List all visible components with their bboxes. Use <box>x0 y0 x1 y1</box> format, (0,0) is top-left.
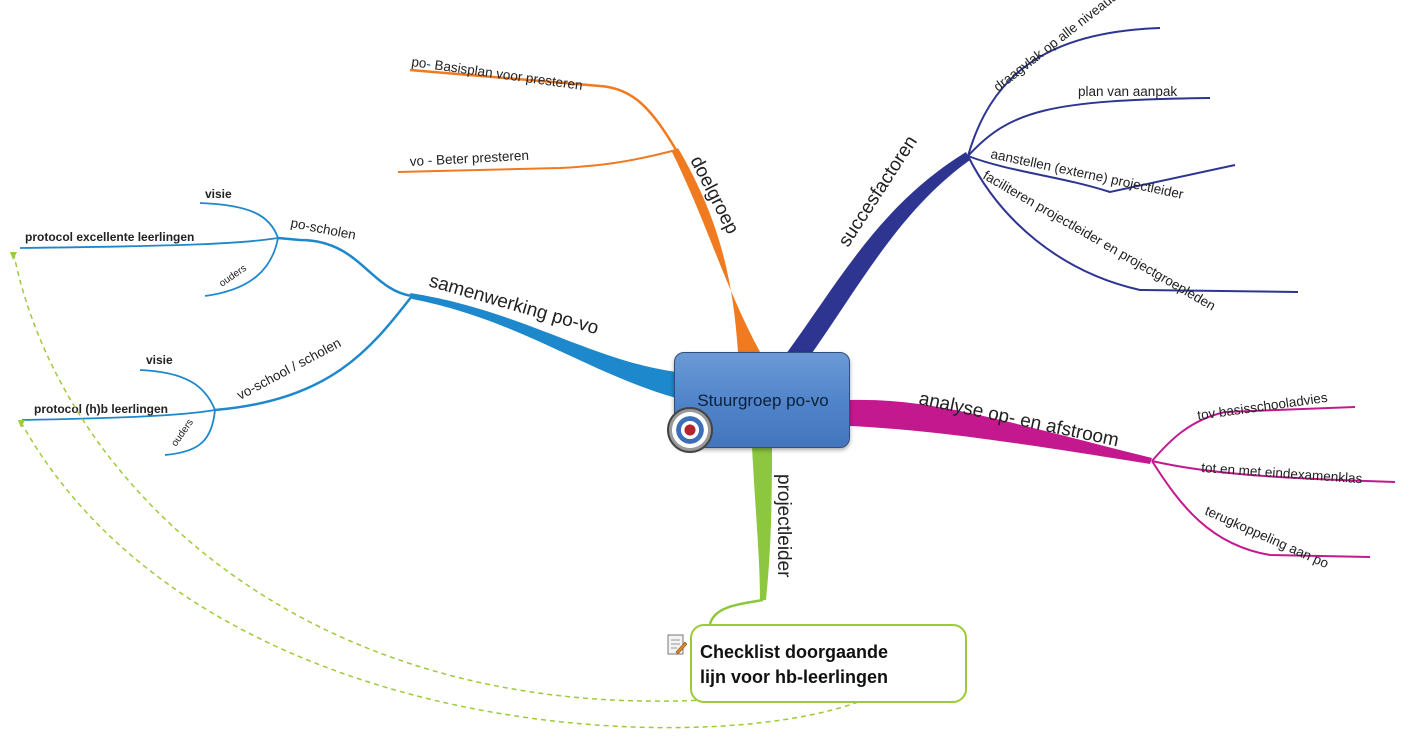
po-scholen-line-protocol <box>19 237 279 249</box>
vo-school-line-protocol <box>21 409 216 421</box>
note-icon <box>667 634 687 655</box>
relation-arrow-protocol-hb <box>21 423 859 729</box>
branch-samenwerking[interactable]: samenwerking po-vo po-scholen vo-school … <box>19 187 676 456</box>
vo-school-line-ouders <box>164 409 216 456</box>
relation-arrow-protocol-excellente <box>13 254 706 702</box>
doelgroep-line-po <box>409 68 678 151</box>
relation-arrowhead-1 <box>10 252 17 260</box>
projectleider-label[interactable]: projectleider <box>773 474 794 578</box>
projectleider-trunk <box>752 447 772 600</box>
target-icon <box>667 407 713 453</box>
doelgroep-line-vo <box>397 149 677 173</box>
vo-school-child-ouders[interactable]: ouders <box>169 417 196 448</box>
succesfactoren-line-faciliteren <box>967 155 1299 293</box>
po-scholen-label[interactable]: po-scholen <box>289 215 357 242</box>
po-scholen-child-visie[interactable]: visie <box>205 187 232 201</box>
central-topic-title: Stuurgroep po-vo <box>697 391 829 410</box>
analyse-child-tov[interactable]: tov basisschooladvies <box>1196 390 1328 423</box>
checklist-callout-text: Checklist doorgaande lijn voor hb-leerli… <box>700 642 889 687</box>
po-scholen-line-ouders <box>204 237 279 297</box>
vo-school-line-visie <box>139 369 216 411</box>
analyse-line-terug <box>1151 460 1371 558</box>
samenwerking-trunk <box>410 293 676 398</box>
succesfactoren-line-plan <box>967 97 1211 157</box>
vo-school-child-visie[interactable]: visie <box>146 353 173 367</box>
branch-analyse[interactable]: analyse op- en afstroom tov basisschoola… <box>850 388 1396 571</box>
doelgroep-trunk <box>672 148 760 352</box>
branch-succesfactoren[interactable]: succesfactoren draagvlak op alle niveaus… <box>786 0 1299 356</box>
vo-school-label[interactable]: vo-school / scholen <box>234 335 343 402</box>
po-scholen-line-visie <box>199 202 279 239</box>
succesfactoren-trunk <box>786 152 970 356</box>
succesfactoren-line-aanstellen <box>967 155 1236 194</box>
projectleider-line-callout <box>708 598 764 625</box>
succesfactoren-child-plan[interactable]: plan van aanpak <box>1078 84 1177 99</box>
doelgroep-child-vo[interactable]: vo - Beter presteren <box>409 148 529 169</box>
po-scholen-child-ouders[interactable]: ouders <box>217 263 248 290</box>
vo-school-child-protocol[interactable]: protocol (h)b leerlingen <box>34 402 168 416</box>
succesfactoren-child-draagvlak[interactable]: draagvlak op alle niveaus <box>991 0 1120 94</box>
po-scholen-child-protocol[interactable]: protocol excellente leerlingen <box>25 230 194 244</box>
doelgroep-child-po[interactable]: po- Basisplan voor presteren <box>411 54 584 93</box>
samenwerking-line-vo-school <box>214 295 413 412</box>
analyse-line-tov <box>1151 406 1356 462</box>
branch-projectleider[interactable]: projectleider <box>10 252 859 729</box>
samenwerking-line-po-scholen <box>277 236 413 298</box>
analyse-child-tot[interactable]: tot en met eindexamenklas <box>1201 460 1363 486</box>
succesfactoren-line-draagvlak <box>967 27 1161 157</box>
analyse-trunk <box>850 399 1152 464</box>
checklist-callout[interactable]: Checklist doorgaande lijn voor hb-leerli… <box>690 624 967 703</box>
relation-arrowhead-2 <box>18 420 25 428</box>
analyse-line-tot <box>1151 460 1396 483</box>
